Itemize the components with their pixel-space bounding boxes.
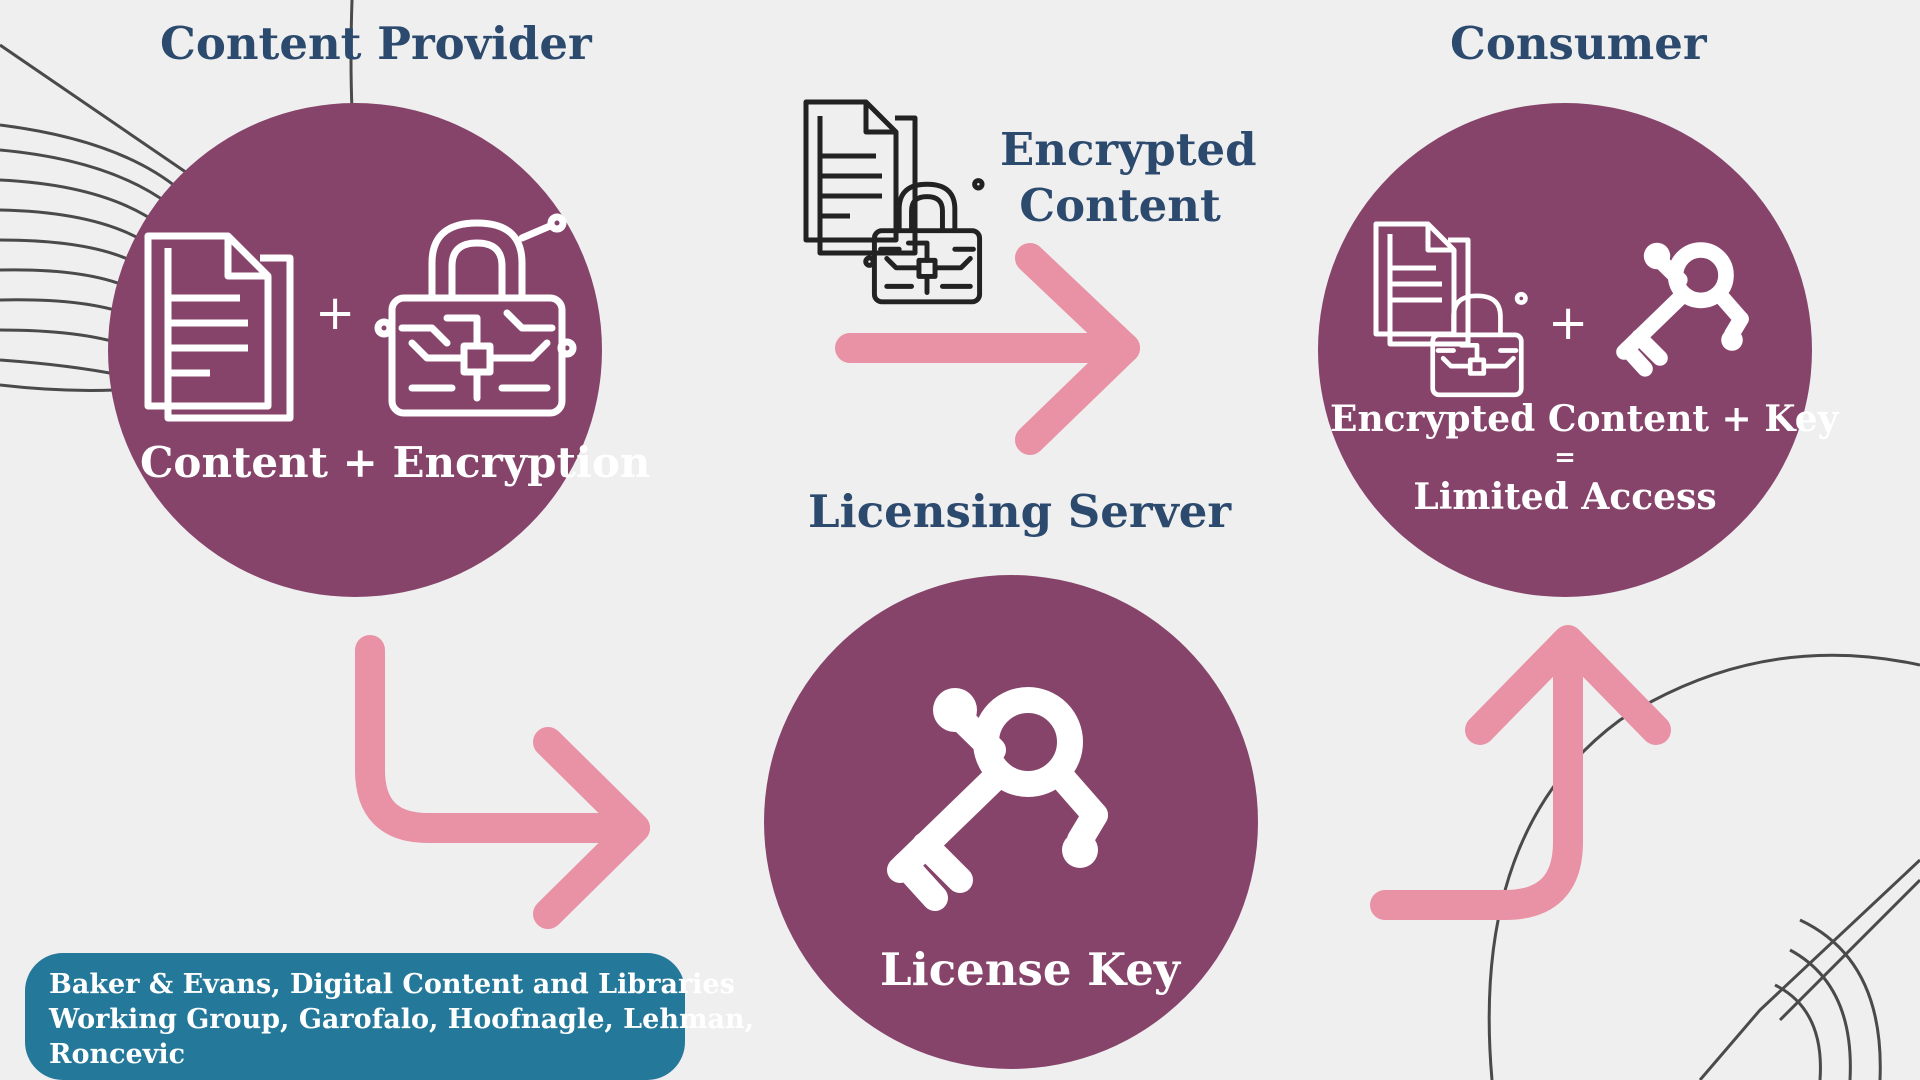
licensing-server-heading: Licensing Server	[808, 485, 1232, 538]
encrypted-content-line2: Content	[1019, 179, 1221, 233]
circuit-lock-icon	[374, 213, 577, 417]
encrypted-content-heading: Encrypted Content	[1000, 122, 1257, 235]
encrypted-document-icon	[803, 99, 918, 256]
consumer-circle-label: Encrypted Content + Key = Limited Access	[1330, 396, 1839, 520]
citation-line2: Working Group, Garofalo, Hoofnagle, Lehm…	[49, 1004, 755, 1035]
consumer-heading: Consumer	[1450, 17, 1707, 70]
consumer-plus: +	[1548, 295, 1589, 351]
citation-line3: Roncevic	[49, 1039, 186, 1070]
content-provider-heading: Content Provider	[160, 17, 592, 70]
citation-line1: Baker & Evans, Digital Content and Libra…	[49, 969, 735, 1000]
bent-arrow-right-icon	[355, 635, 650, 929]
document-icon	[144, 232, 294, 422]
consumer-lock-icon	[1430, 291, 1528, 398]
encrypted-lock-icon	[863, 178, 985, 305]
arrow-right-icon	[835, 243, 1140, 455]
provider-circle-label: Content + Encryption	[140, 438, 651, 487]
encrypted-content-line1: Encrypted	[1000, 123, 1257, 176]
consumer-label-line3: Limited Access	[1413, 476, 1717, 518]
citation-box: Baker & Evans, Digital Content and Libra…	[25, 953, 755, 1080]
consumer-label-line2: =	[1554, 443, 1576, 473]
arrow-up-icon	[1370, 625, 1671, 920]
license-key-label: License Key	[880, 943, 1181, 996]
provider-plus: +	[315, 285, 356, 341]
consumer-label-line1: Encrypted Content + Key	[1330, 398, 1839, 440]
consumer-key-icon	[1616, 242, 1749, 377]
key-icon	[887, 687, 1108, 911]
license-key-circle	[764, 575, 1258, 1069]
